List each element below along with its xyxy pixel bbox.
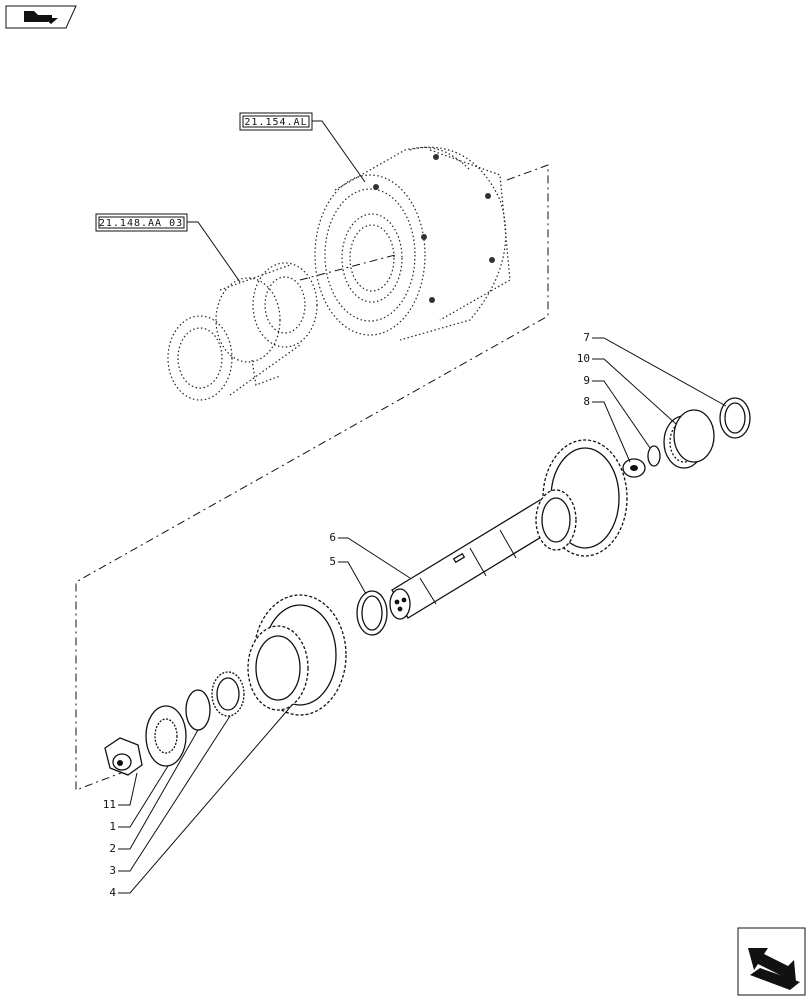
callout-10: 10 [577,352,677,425]
callout-label-9: 9 [583,374,590,387]
callout-11: 11 [103,772,138,811]
callout-label-6: 6 [329,531,336,544]
callout-label-1: 1 [109,820,116,833]
ring-part-2 [185,689,211,731]
phantom-axis [299,254,396,281]
callout-label-2: 2 [109,842,116,855]
callout-5: 5 [329,555,367,595]
callout-9: 9 [583,374,651,449]
shaft-part-6 [389,499,557,620]
callout-4: 4 [109,704,293,899]
washer-part-1 [145,705,187,767]
callout-label-8: 8 [583,395,590,408]
next-page-arrow-icon[interactable] [737,927,806,996]
nut-part-11 [104,737,143,776]
reference-lower-label: 21.148.AA 03 [99,218,183,229]
callout-8: 8 [583,395,631,463]
leader-lower-ref [187,221,241,283]
leader-upper-ref [312,120,366,183]
callout-2: 2 [109,729,199,855]
callout-3: 3 [109,715,231,877]
snap-ring-part-7 [719,397,751,439]
bearing-part-10 [663,409,715,469]
housing-assembly-phantom [314,146,511,341]
callout-label-11: 11 [103,798,116,811]
reference-box-lower[interactable]: 21.148.AA 03 [95,213,188,232]
reference-box-upper[interactable]: 21.154.AL [239,112,313,131]
callout-7: 7 [583,331,727,407]
bearing-part-3 [211,671,245,717]
folder-arrow-icon[interactable] [5,5,77,29]
gear-part-4 [247,594,347,716]
callout-6: 6 [329,531,411,579]
callout-label-7: 7 [583,331,590,344]
spacer-part-8 [622,458,646,478]
ring-part-9 [647,445,661,467]
shaft-gear [535,439,628,557]
gear-cluster-phantom [167,262,318,401]
callout-label-10: 10 [577,352,590,365]
callout-1: 1 [109,765,169,833]
callout-label-5: 5 [329,555,336,568]
phantom-boundary [75,164,549,791]
callout-label-4: 4 [109,886,116,899]
washer-part-5 [356,590,388,636]
reference-upper-label: 21.154.AL [244,117,307,128]
callout-label-3: 3 [109,864,116,877]
